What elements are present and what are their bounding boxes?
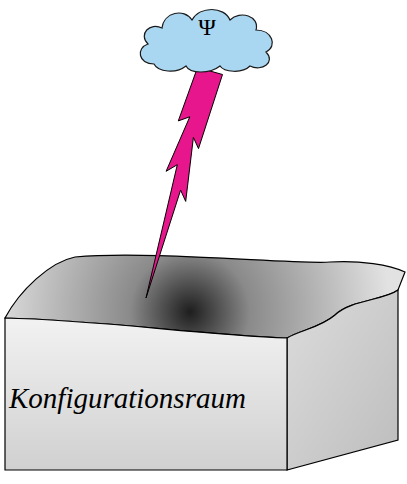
lightning-bolt bbox=[146, 68, 223, 299]
cloud-symbol: Ψ bbox=[132, 14, 282, 41]
block-label: Konfigurationsraum bbox=[9, 382, 285, 415]
cloud-shape: Ψ bbox=[132, 2, 282, 74]
block-side-face bbox=[287, 290, 398, 470]
block-front-face: Konfigurationsraum bbox=[5, 298, 287, 472]
node-outline-path bbox=[5, 318, 287, 470]
